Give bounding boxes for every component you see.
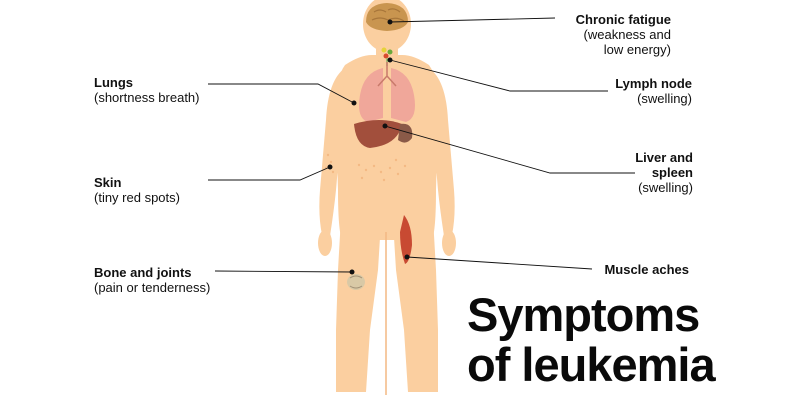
label-liver-spleen-detail: (swelling) [638,180,693,195]
leader-lymph-node [389,59,608,92]
left-arm [319,68,345,236]
label-skin-detail: (tiny red spots) [94,190,180,205]
leader-chronic-fatigue [389,17,556,23]
label-lungs-detail: (shortness breath) [94,90,200,105]
label-lungs: Lungs (shortness breath) [94,75,200,105]
dot-chronic-fatigue [387,19,393,25]
leader-lungs [208,83,355,104]
label-lungs-name: Lungs [94,75,133,90]
leader-bone-joints [214,270,353,273]
leader-skin [208,166,331,181]
diagram-title: Symptoms of leukemia [467,288,716,391]
label-muscle-aches: Muscle aches [604,262,689,277]
label-chronic-fatigue-detail-line2: low energy) [603,42,671,57]
label-lymph-node: Lymph node (swelling) [615,76,692,106]
label-skin: Skin (tiny red spots) [94,175,180,205]
dot-bone-joints [349,269,355,275]
leader-dots [327,19,410,275]
leader-muscle-aches [406,256,593,270]
label-muscle-aches-name: Muscle aches [604,262,689,277]
dot-lungs [351,100,357,106]
knee-joint-illustration [347,274,365,290]
label-bone-joints-name: Bone and joints [94,265,192,280]
label-bone-joints-detail: (pain or tenderness) [94,280,211,295]
label-chronic-fatigue: Chronic fatigue (weakness and low energy… [576,12,671,57]
label-liver-spleen-name-line2: spleen [651,165,693,180]
diagram-title-line1: Symptoms [467,288,700,341]
dot-skin [327,164,333,170]
right-hand [442,230,456,256]
label-liver-spleen: Liver and spleen (swelling) [635,150,693,195]
dot-muscle-aches [404,254,410,260]
right-arm [429,68,455,236]
brain-illustration [366,3,408,31]
label-chronic-fatigue-detail-line1: (weakness and [583,27,671,42]
left-leg [336,200,382,392]
label-lymph-node-name: Lymph node [615,76,692,91]
leader-lines [208,17,635,273]
muscle-illustration [400,215,412,264]
label-liver-spleen-name-line1: Liver and [635,150,693,165]
leader-liver-spleen [384,125,635,174]
lungs-illustration [359,62,415,122]
label-chronic-fatigue-name: Chronic fatigue [575,12,671,27]
label-skin-name: Skin [94,175,122,190]
dot-liver-spleen [382,123,388,129]
diagram-title-line2: of leukemia [467,338,716,391]
dot-lymph-node [387,57,393,63]
left-hand [318,230,332,256]
label-lymph-node-detail: (swelling) [637,91,692,106]
label-bone-joints: Bone and joints (pain or tenderness) [94,265,210,295]
leg-gap [382,205,392,240]
